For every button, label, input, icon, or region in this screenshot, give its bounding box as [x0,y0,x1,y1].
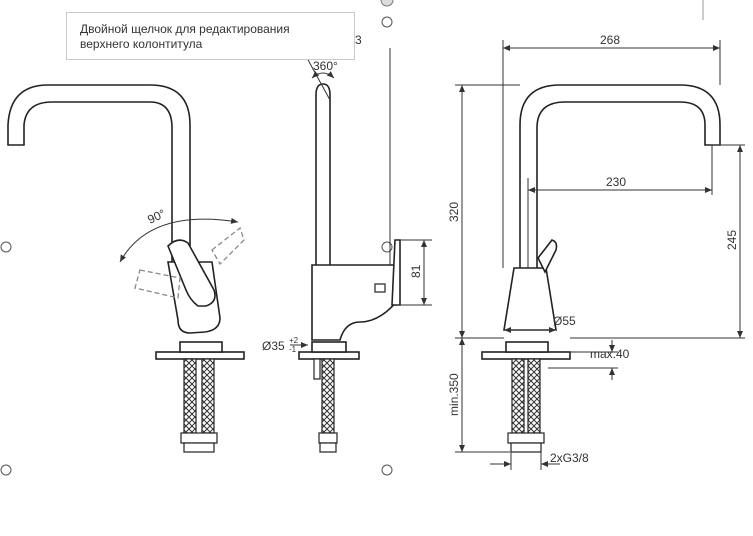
handle-alt-right [211,226,245,266]
side-dimension-lines [290,48,432,348]
right-base-plate [481,351,571,360]
front-view-faucet [7,84,245,453]
tooltip-text: Двойной щелчок для редактирования верхне… [80,22,290,51]
side-hose [321,358,335,434]
rotation-360-arc [311,71,335,79]
dim-connection-label: 2xG3/8 [550,451,589,465]
handle-alt-left [134,269,181,299]
header-handles[interactable] [0,0,704,476]
side-body [311,264,399,341]
dimension-labels: 268 230 320 245 81 Ø55 max.40 min.350 2x… [145,33,739,465]
right-hose-left [511,358,525,434]
dim-partial-3-label: 3 [355,33,362,47]
side-base-plate [298,351,360,360]
dim-245-label: 245 [725,230,739,250]
header-handle-top-cursor [380,0,394,7]
header-handle-right-bottom[interactable] [381,464,393,476]
right-hose-right [527,358,541,434]
dim-90-label: 90° [145,206,168,226]
front-hose-left [183,358,197,434]
dim-min350-label: min.350 [447,373,461,416]
header-handle-top-right[interactable] [381,16,393,28]
dimensioned-view-faucet [481,84,721,453]
right-spout [519,84,721,268]
right-handle [537,239,558,274]
angle-90-arc [119,217,239,263]
dim-81-label: 81 [409,264,423,278]
side-view-faucet [298,57,401,453]
dim-55-label: Ø55 [553,314,576,328]
front-base-plate [155,351,245,360]
dim-360-label: 360° [313,59,338,73]
dim-35-label: Ø35 [262,339,285,353]
dim-320-label: 320 [447,202,461,222]
header-handle-left-bottom[interactable] [0,464,12,476]
right-dimension-lines [455,40,745,470]
right-body [503,267,557,331]
side-lever [391,239,401,306]
header-edit-tooltip: Двойной щелчок для редактирования верхне… [66,12,355,60]
header-handle-left-middle[interactable] [0,241,12,253]
dim-max40-label: max.40 [590,347,630,361]
dim-35-tol-minus: -1 [289,345,297,354]
dim-35-tol-plus: +2 [289,336,299,345]
front-hose-right [201,358,215,434]
dim-268-label: 268 [600,33,620,47]
dim-230-label: 230 [606,175,626,189]
front-spout [7,84,191,262]
side-spout [315,83,331,265]
